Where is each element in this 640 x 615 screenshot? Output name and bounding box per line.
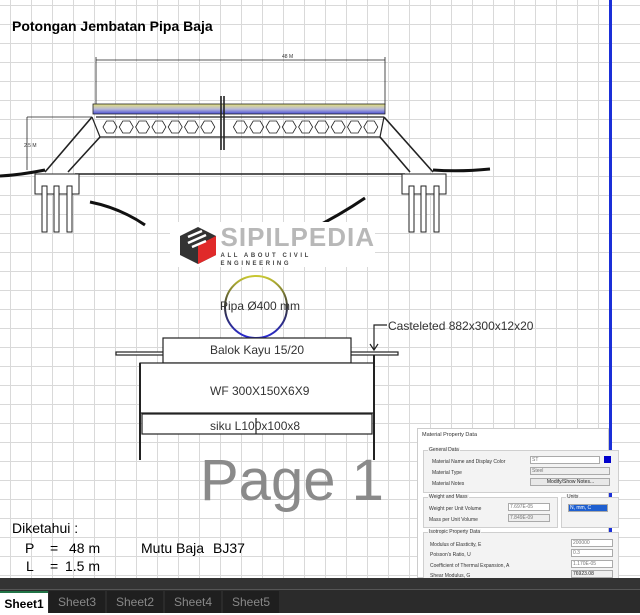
display-color-swatch[interactable] (604, 456, 611, 463)
hex-opening (102, 120, 118, 134)
siku-label: siku L100x100x8 (210, 419, 301, 433)
material-notes-label: Material Notes (432, 481, 465, 487)
shear-label: Shear Modulus, G (430, 573, 471, 579)
mutu-label: Mutu Baja (141, 540, 205, 556)
hex-opening (232, 120, 248, 134)
shear-input[interactable]: 76923.08 (571, 570, 613, 578)
tab-sheet2[interactable]: Sheet2 (107, 591, 163, 613)
elasticity-input[interactable]: 200000 (571, 539, 613, 547)
page-watermark: Page 1 (200, 448, 384, 513)
general-data-heading: General Data (428, 447, 460, 453)
material-property-dialog: Material Property Data General Data Mate… (417, 428, 619, 582)
weight-label: Weight per Unit Volume (429, 506, 482, 512)
p-value: 48 m (69, 540, 101, 556)
elasticity-label: Modulus of Elasticity, E (430, 542, 482, 548)
material-name-input[interactable]: ST (530, 456, 600, 464)
hex-opening (249, 120, 265, 134)
foundations (34, 173, 447, 233)
modify-notes-button[interactable]: Modify/Show Notes... (530, 478, 610, 486)
logo-cube-icon (178, 225, 216, 265)
hex-opening (118, 120, 134, 134)
span-label: 48 M (282, 54, 294, 60)
tab-sheet4[interactable]: Sheet4 (165, 591, 221, 613)
thermal-label: Coefficient of Thermal Expansion, A (430, 563, 510, 569)
hex-opening (167, 120, 183, 134)
mutu-value: BJ37 (213, 540, 245, 556)
thermal-input[interactable]: 1.170E-05 (571, 560, 613, 568)
info-heading: Diketahui : (12, 520, 79, 536)
weight-input[interactable]: 7.697E-05 (508, 503, 550, 511)
wf-label: WF 300X150X6X9 (210, 384, 310, 398)
tab-sheet1[interactable]: Sheet1 (0, 591, 48, 613)
height-label: 2.5 M (24, 143, 37, 149)
hex-opening (265, 120, 281, 134)
material-name-label: Material Name and Display Color (432, 459, 506, 465)
mass-input[interactable]: 7.849E-09 (508, 514, 550, 522)
logo-name: SIPILPEDIA (220, 221, 375, 252)
l-value: 1.5 m (65, 558, 101, 574)
castellated-openings (102, 120, 379, 134)
hex-opening (281, 120, 297, 134)
hex-opening (184, 120, 199, 134)
hex-opening (135, 120, 151, 134)
hex-opening (330, 120, 346, 134)
hex-opening (298, 120, 314, 134)
span-dimension (26, 57, 386, 170)
poisson-input[interactable]: 0.3 (571, 549, 613, 557)
weight-mass-group: Weight and Mass Weight per Unit Volume 7… (423, 494, 558, 528)
units-group: Units N, mm, C (561, 494, 619, 528)
isotropic-heading: Isotropic Property Data (428, 529, 482, 535)
drawing-title: Potongan Jembatan Pipa Baja (12, 18, 213, 34)
dialog-title: Material Property Data (422, 432, 478, 438)
isotropic-group: Isotropic Property Data Modulus of Elast… (423, 529, 619, 582)
pipe-label: Pipa Ø400 mm (220, 299, 301, 313)
sipilpedia-logo: SIPILPEDIA ALL ABOUT CIVIL ENGINEERING (170, 222, 375, 267)
units-heading: Units (566, 494, 580, 500)
page-break-line (609, 0, 612, 578)
l-label: L (26, 558, 34, 574)
material-type-label: Material Type (432, 470, 462, 476)
l-eq: = (50, 558, 59, 574)
worksheet-grid[interactable] (0, 0, 610, 578)
mass-label: Mass per Unit Volume (429, 517, 478, 523)
cross-section (115, 324, 399, 460)
abutment-struts (44, 96, 434, 175)
logo-tagline: ALL ABOUT CIVIL ENGINEERING (220, 252, 311, 267)
p-eq: = (50, 540, 59, 556)
tab-sheet3[interactable]: Sheet3 (49, 591, 105, 613)
hex-opening (314, 120, 330, 134)
hex-opening (151, 120, 167, 134)
bridge-drawing (0, 57, 491, 460)
p-label: P (25, 540, 35, 556)
weight-mass-heading: Weight and Mass (428, 494, 469, 500)
scrollbar-strip[interactable] (0, 578, 640, 590)
units-select[interactable]: N, mm, C (568, 504, 608, 512)
balok-label: Balok Kayu 15/20 (210, 343, 305, 357)
material-type-select[interactable]: Steel (530, 467, 610, 475)
hex-opening (363, 120, 379, 134)
pipe-deck (92, 103, 386, 115)
poisson-label: Poisson's Ratio, U (430, 552, 471, 558)
sheet-tab-bar: Sheet1 Sheet3 Sheet2 Sheet4 Sheet5 (0, 578, 640, 613)
castellated-truss (91, 116, 385, 138)
castellated-label: Casteleted 882x300x12x20 (388, 319, 534, 333)
hex-opening (200, 120, 216, 134)
tab-sheet5[interactable]: Sheet5 (223, 591, 279, 613)
general-data-group: General Data Material Name and Display C… (423, 447, 619, 493)
hex-opening (347, 120, 362, 134)
